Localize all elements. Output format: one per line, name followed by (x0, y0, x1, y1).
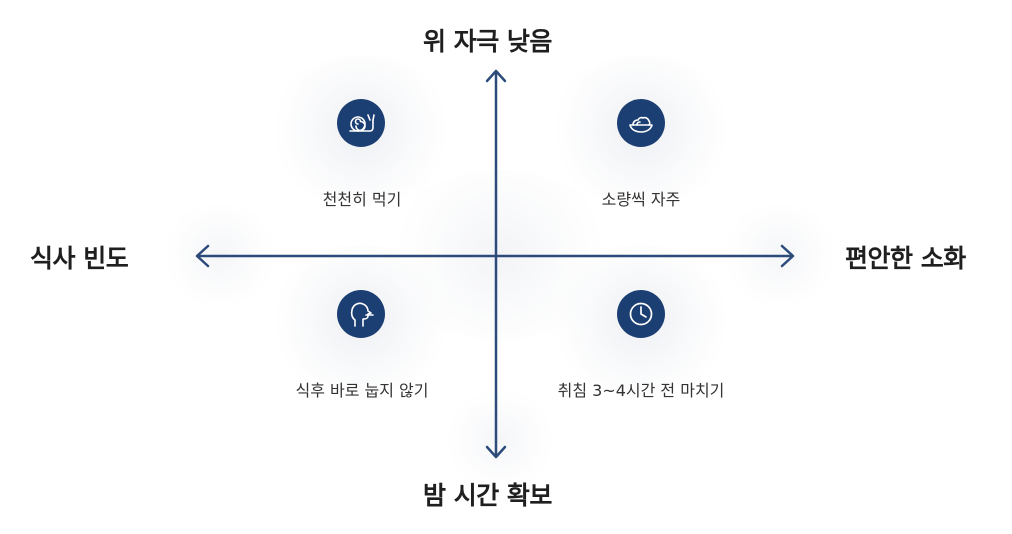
arrow-right (780, 244, 795, 268)
quadrant-bottom-left-label: 식후 바로 눕지 않기 (295, 381, 429, 400)
quadrant-top-left-label: 천천히 먹기 (322, 190, 402, 209)
glow-bottom-axis (445, 390, 555, 490)
food-bowl-icon (629, 116, 653, 133)
quadrant-top-right-label: 소량씩 자주 (601, 190, 681, 209)
snail-icon (349, 114, 375, 132)
axis-label-top: 위 자극 낮음 (423, 27, 552, 56)
quadrant-top-right-badge (617, 99, 665, 147)
arrow-left (195, 244, 210, 268)
arrow-down (485, 445, 507, 459)
quadrant-bottom-right-label: 취침 3~4시간 전 마치기 (557, 381, 725, 400)
person-head-icon (350, 302, 374, 327)
clock-icon (629, 302, 653, 326)
quadrant-bottom-right-badge (617, 290, 665, 338)
axis-label-left: 식사 빈도 (30, 244, 129, 273)
quadrant-top-left-badge (337, 99, 385, 147)
axis-label-bottom: 밤 시간 확보 (423, 481, 552, 510)
axis-label-right: 편안한 소화 (845, 244, 966, 273)
arrow-up (485, 69, 507, 83)
quadrant-bottom-left-badge (337, 290, 385, 338)
